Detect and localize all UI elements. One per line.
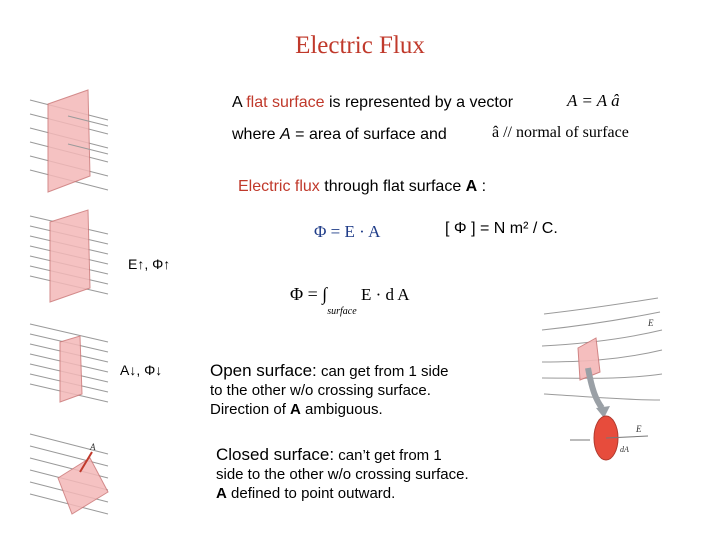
flux-through-line: Electric flux through flat surface A : — [238, 178, 486, 196]
closed-surface-label: Closed surface: — [216, 445, 335, 464]
vector-area-formula: A = A â — [567, 91, 620, 110]
flux-units: [ Φ ] = N m² / C. — [445, 220, 558, 237]
closed-surface-text3-bold: A — [216, 485, 227, 502]
area-vector-arrow — [79, 451, 93, 473]
line3-bold-a: A — [465, 178, 478, 195]
plate-figure-3 — [29, 323, 109, 403]
open-surface-text1: can get from 1 side — [316, 363, 449, 380]
tilted-plate-figure: A — [29, 433, 109, 515]
integral-formula: Φ = ∫ surface E · d A — [290, 284, 410, 317]
curved-field-figure: E E dA — [541, 297, 663, 461]
area-definition-line: where A = area of surface and — [232, 126, 447, 144]
closed-surface-paragraph: Closed surface: can’t get from 1 side to… — [216, 445, 516, 503]
line1-prefix: A — [232, 94, 247, 111]
line2-prefix: where — [232, 126, 281, 143]
da-label: dA — [620, 445, 629, 454]
e-up-note: E↑, Φ↑ — [128, 256, 171, 272]
normal-formula: â // normal of surface — [492, 124, 629, 141]
flat-surface-line: A flat surface is represented by a vecto… — [232, 94, 513, 112]
integral-lhs: Φ = ∫ — [290, 284, 328, 304]
open-surface-paragraph: Open surface: can get from 1 side to the… — [210, 361, 510, 419]
e-label-top: E — [647, 318, 654, 328]
open-surface-text3-prefix: Direction of — [210, 401, 291, 418]
flat-surface-highlight: flat surface — [246, 94, 325, 111]
closed-surface-text2: side to the other w/o crossing surface. — [216, 466, 469, 483]
electric-flux-highlight: Electric flux — [238, 178, 320, 195]
line2-mid: = area of surface and — [290, 126, 447, 143]
open-surface-label: Open surface: — [210, 361, 317, 380]
flux-formula: Φ = E · A — [314, 222, 381, 241]
integral-rhs: E · d A — [360, 285, 410, 304]
integral-sub: surface — [327, 306, 357, 317]
open-surface-text3-bold: A — [290, 401, 301, 418]
a-down-note: A↓, Φ↓ — [120, 362, 163, 378]
open-surface-text3-suffix: ambiguous. — [300, 401, 383, 418]
plate-figure-1 — [29, 89, 109, 193]
line1-suffix: is represented by a vector — [324, 94, 514, 111]
e-label-bottom: E — [635, 424, 642, 434]
area-var: A — [280, 126, 291, 143]
plate-figure-2 — [29, 209, 109, 303]
page-title: Electric Flux — [295, 32, 425, 59]
tilted-a-label: A — [89, 442, 96, 452]
line3-suffix: through flat surface — [319, 178, 466, 195]
closed-surface-text1: can’t get from 1 — [334, 447, 442, 464]
open-surface-text2: to the other w/o crossing surface. — [210, 382, 431, 399]
closed-surface-text3-suffix: defined to point outward. — [226, 485, 396, 502]
line3-colon: : — [477, 178, 487, 195]
